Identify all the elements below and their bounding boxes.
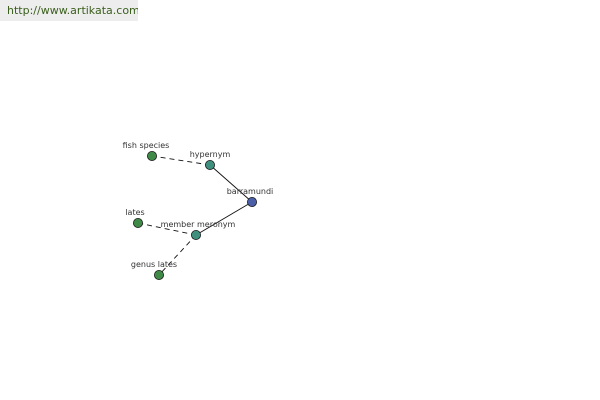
- node-fish-species[interactable]: fish species: [123, 141, 170, 161]
- edge-barramundi-to-hypernym: [209, 164, 253, 203]
- site-link[interactable]: http://www.artikata.com: [7, 4, 138, 17]
- node-label-lates: lates: [125, 208, 144, 217]
- edge-member-meronym-to-lates: [137, 222, 197, 236]
- node-label-barramundi: barramundi: [227, 187, 274, 196]
- node-circle-barramundi[interactable]: [246, 196, 257, 207]
- node-genus-lates[interactable]: genus lates: [131, 260, 177, 280]
- node-circle-genus-lates[interactable]: [153, 269, 164, 280]
- edge-hypernym-to-fish-species: [151, 155, 211, 166]
- node-label-member-meronym: member meronym: [161, 220, 236, 229]
- node-label-hypernym: hypernym: [190, 150, 231, 159]
- graph-edges: [137, 155, 253, 276]
- node-hypernym[interactable]: hypernym: [190, 150, 231, 170]
- edge-member-meronym-to-genus-lates: [158, 234, 197, 276]
- node-barramundi[interactable]: barramundi: [227, 187, 274, 207]
- node-member-meronym[interactable]: member meronym: [161, 220, 236, 240]
- node-lates[interactable]: lates: [125, 208, 145, 228]
- graph-nodes: barramundi hypernym member meronym fish spe…: [123, 141, 274, 280]
- node-label-genus-lates: genus lates: [131, 260, 177, 269]
- node-circle-member-meronym[interactable]: [190, 229, 201, 240]
- node-circle-hypernym[interactable]: [204, 159, 215, 170]
- node-circle-fish-species[interactable]: [146, 150, 157, 161]
- node-circle-lates[interactable]: [132, 217, 143, 228]
- url-banner: http://www.artikata.com: [0, 0, 138, 21]
- edge-barramundi-to-member-meronym: [195, 201, 253, 236]
- node-label-fish-species: fish species: [123, 141, 170, 150]
